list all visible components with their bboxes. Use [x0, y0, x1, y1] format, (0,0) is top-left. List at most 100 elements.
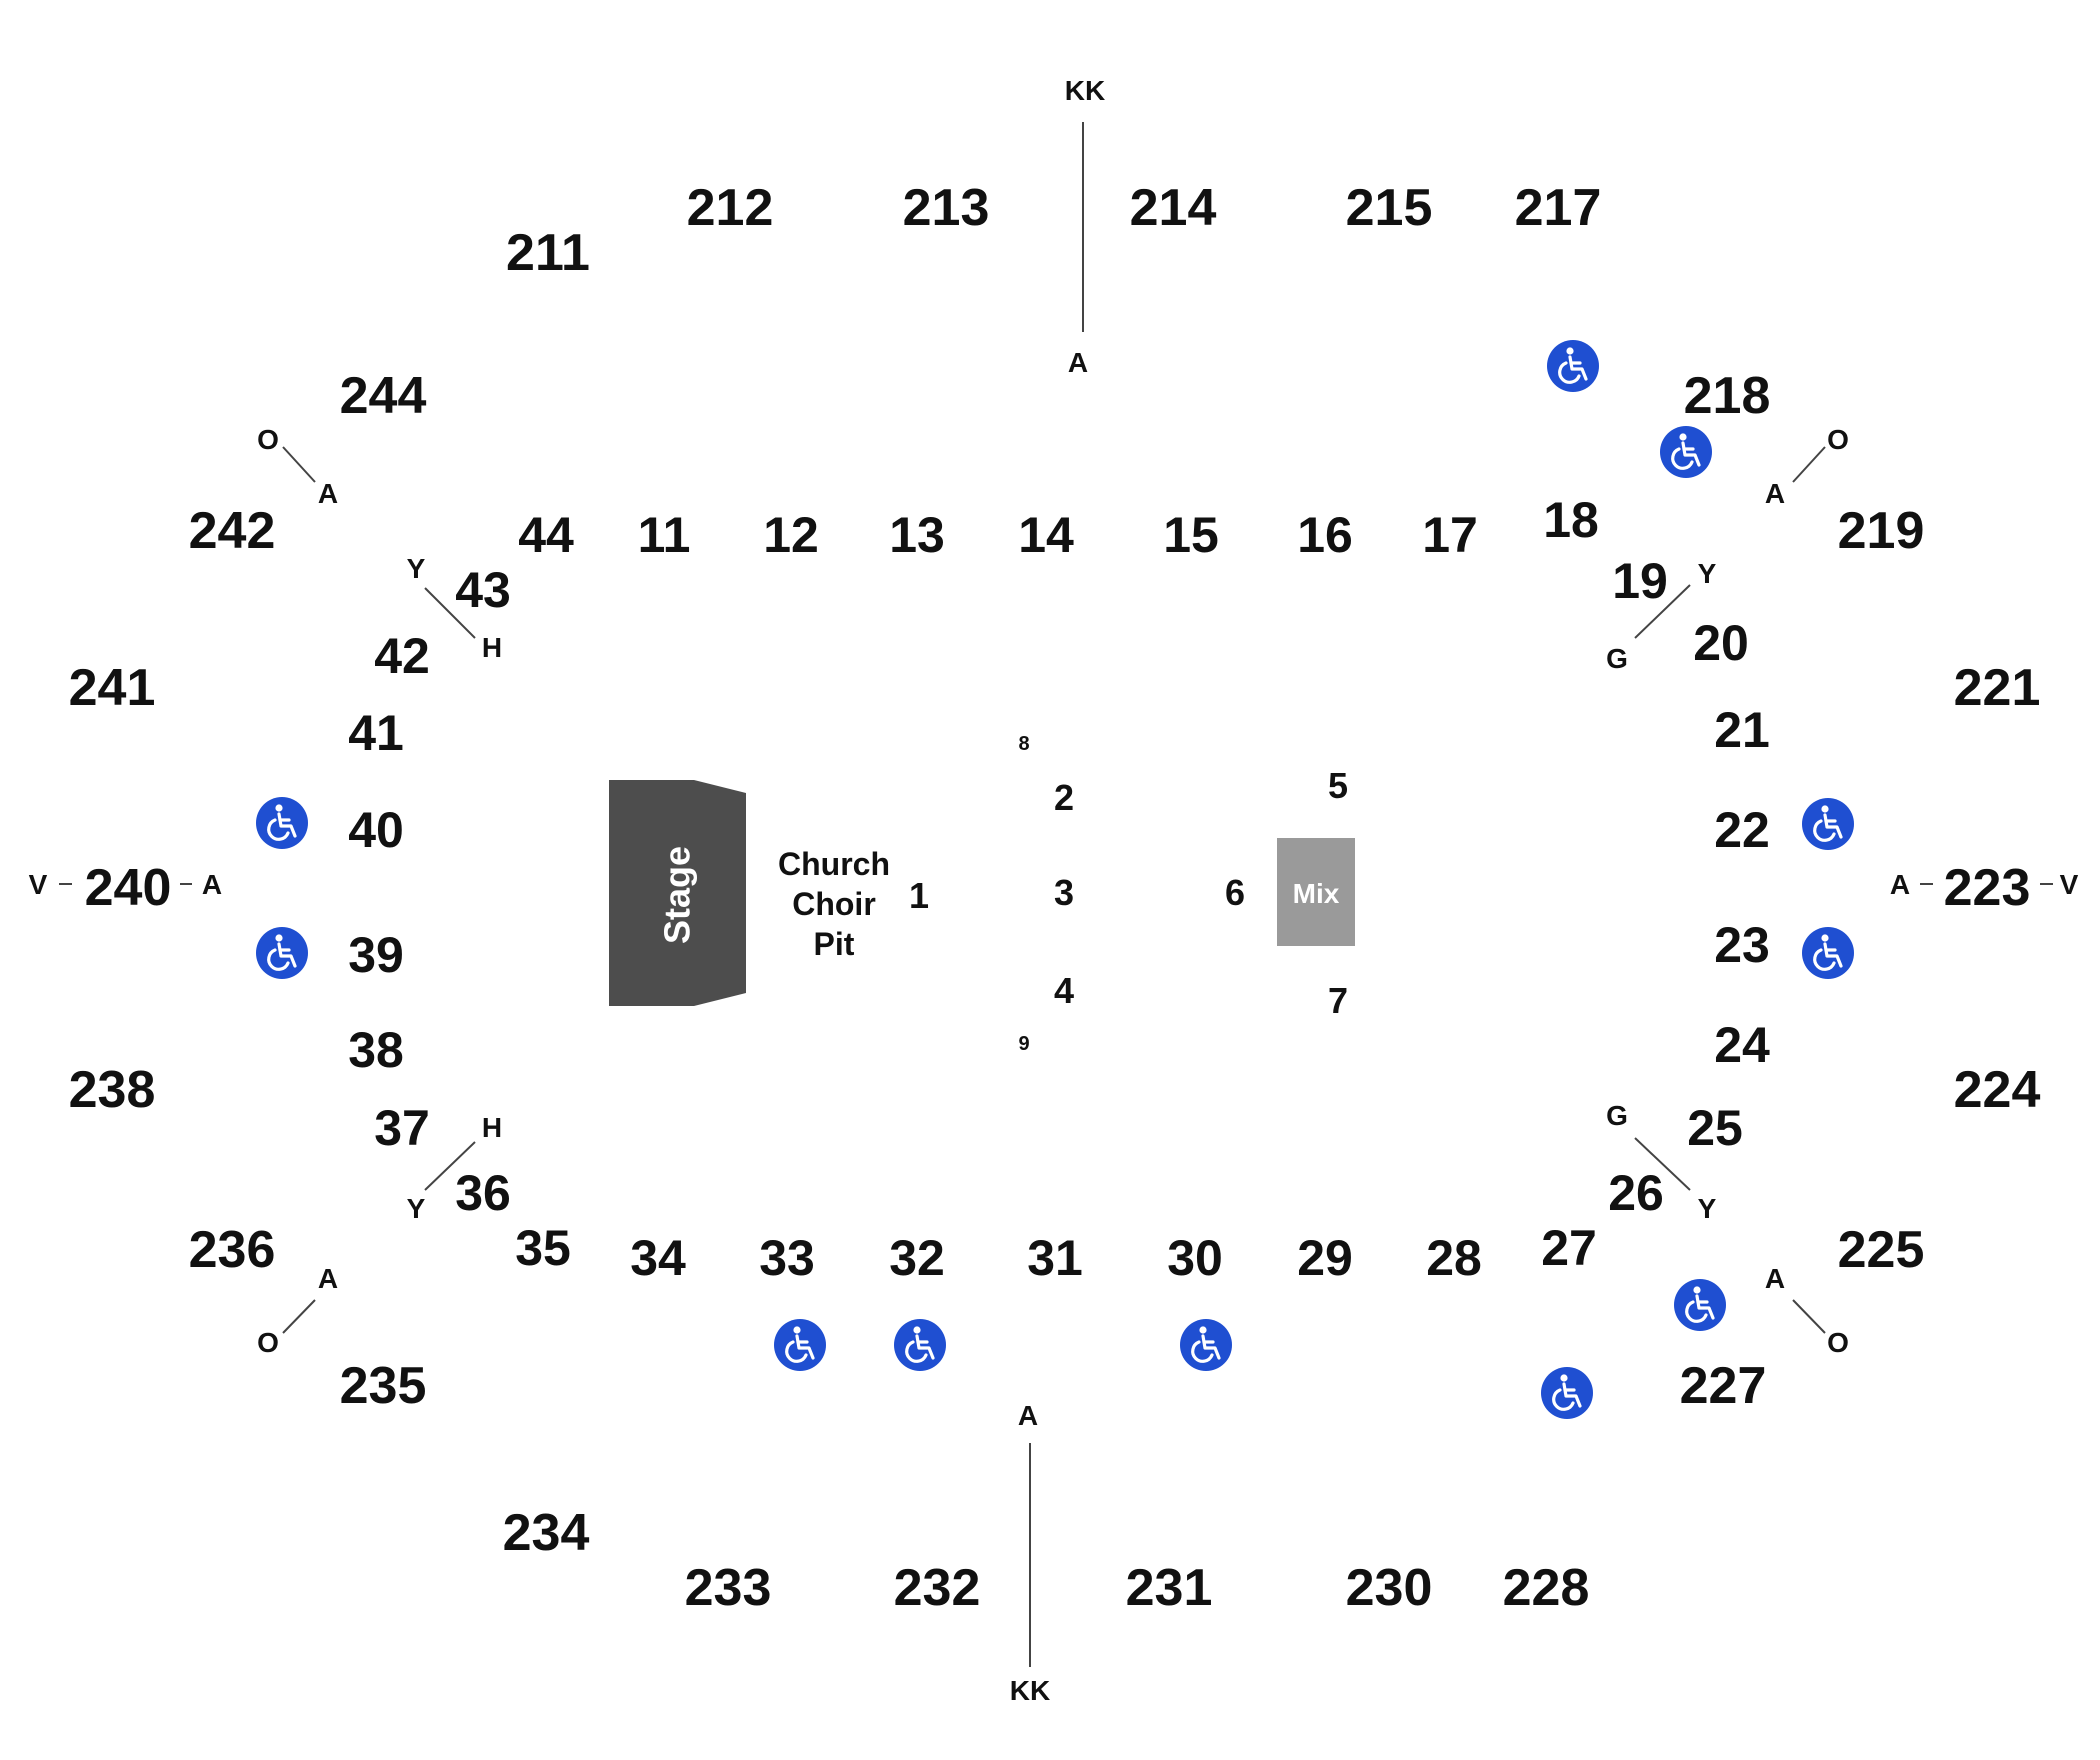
section-37[interactable]: 37 — [374, 1100, 430, 1156]
section-227[interactable]: 227 — [1680, 1357, 1767, 1415]
section-24[interactable]: 24 — [1714, 1017, 1770, 1073]
section-35[interactable]: 35 — [515, 1220, 571, 1276]
section-238[interactable]: 238 — [69, 1061, 156, 1119]
row-label: A — [1018, 1400, 1038, 1431]
section-14[interactable]: 14 — [1018, 507, 1074, 563]
section-25[interactable]: 25 — [1687, 1100, 1743, 1156]
section-233[interactable]: 233 — [685, 1559, 772, 1617]
section-20[interactable]: 20 — [1693, 615, 1749, 671]
section-23[interactable]: 23 — [1714, 917, 1770, 973]
row-label: A — [1765, 1263, 1785, 1294]
row-label: O — [257, 424, 279, 455]
section-236[interactable]: 236 — [189, 1221, 276, 1279]
section-38[interactable]: 38 — [348, 1022, 404, 1078]
section-42[interactable]: 42 — [374, 628, 430, 684]
section-36[interactable]: 36 — [455, 1165, 511, 1221]
section-221[interactable]: 221 — [1954, 659, 2041, 717]
section-1[interactable]: 1 — [909, 875, 929, 916]
section-8[interactable]: 8 — [1018, 733, 1029, 755]
wheelchair-icon — [1541, 1367, 1593, 1419]
section-241[interactable]: 241 — [69, 659, 156, 717]
section-5[interactable]: 5 — [1328, 765, 1348, 806]
section-235[interactable]: 235 — [340, 1357, 427, 1415]
section-213[interactable]: 213 — [903, 179, 990, 237]
aisle-line-se-lower — [1634, 1137, 1691, 1191]
row-label: A — [318, 1263, 338, 1294]
section-15[interactable]: 15 — [1163, 507, 1219, 563]
aisle-line-sw-lower — [424, 1141, 476, 1191]
section-4[interactable]: 4 — [1054, 970, 1074, 1011]
section-225[interactable]: 225 — [1838, 1221, 1925, 1279]
section-240[interactable]: 240 — [85, 859, 172, 917]
section-22[interactable]: 22 — [1714, 802, 1770, 858]
section-16[interactable]: 16 — [1297, 507, 1353, 563]
section-13[interactable]: 13 — [889, 507, 945, 563]
section-26[interactable]: 26 — [1608, 1165, 1664, 1221]
section-33[interactable]: 33 — [759, 1230, 815, 1286]
section-28[interactable]: 28 — [1426, 1230, 1482, 1286]
section-12[interactable]: 12 — [763, 507, 819, 563]
church-choir-pit[interactable]: Church Choir Pit — [778, 846, 890, 962]
section-211[interactable]: 211 — [506, 224, 590, 282]
section-17[interactable]: 17 — [1422, 507, 1478, 563]
wheelchair-icon — [1547, 340, 1599, 392]
mix-position[interactable]: Mix — [1277, 838, 1355, 946]
section-2[interactable]: 2 — [1054, 777, 1074, 818]
wheelchair-icon — [1660, 426, 1712, 478]
section-19[interactable]: 19 — [1612, 553, 1668, 609]
section-21[interactable]: 21 — [1714, 702, 1770, 758]
row-label: KK — [1010, 1675, 1050, 1706]
section-32[interactable]: 32 — [889, 1230, 945, 1286]
row-label: V — [2060, 869, 2079, 900]
section-244[interactable]: 244 — [340, 367, 427, 425]
section-212[interactable]: 212 — [687, 179, 774, 237]
section-18[interactable]: 18 — [1543, 492, 1599, 548]
section-41[interactable]: 41 — [348, 705, 404, 761]
row-label: Y — [1698, 558, 1717, 589]
section-214[interactable]: 214 — [1130, 179, 1217, 237]
section-43[interactable]: 43 — [455, 562, 511, 618]
section-9[interactable]: 9 — [1018, 1033, 1029, 1055]
section-29[interactable]: 29 — [1297, 1230, 1353, 1286]
stage-label: Stage — [657, 846, 698, 944]
section-31[interactable]: 31 — [1027, 1230, 1083, 1286]
section-11[interactable]: 11 — [638, 507, 691, 563]
section-231[interactable]: 231 — [1126, 1559, 1213, 1617]
section-218[interactable]: 218 — [1684, 367, 1771, 425]
section-219[interactable]: 219 — [1838, 502, 1925, 560]
section-224[interactable]: 224 — [1954, 1061, 2041, 1119]
wheelchair-icon — [1802, 798, 1854, 850]
section-34[interactable]: 34 — [630, 1230, 686, 1286]
section-232[interactable]: 232 — [894, 1559, 981, 1617]
section-230[interactable]: 230 — [1346, 1559, 1433, 1617]
aisle-line-se-upper — [1792, 1299, 1826, 1334]
row-label: V — [29, 869, 48, 900]
row-label: O — [1827, 424, 1849, 455]
section-30[interactable]: 30 — [1167, 1230, 1223, 1286]
wheelchair-icon — [256, 927, 308, 979]
row-label: KK — [1065, 75, 1105, 106]
section-27[interactable]: 27 — [1541, 1220, 1597, 1276]
section-217[interactable]: 217 — [1515, 179, 1602, 237]
section-39[interactable]: 39 — [348, 927, 404, 983]
section-215[interactable]: 215 — [1346, 179, 1433, 237]
section-228[interactable]: 228 — [1503, 1559, 1590, 1617]
wheelchair-icon — [256, 797, 308, 849]
section-242[interactable]: 242 — [189, 502, 276, 560]
section-234[interactable]: 234 — [503, 1504, 590, 1562]
row-label: Y — [407, 553, 426, 584]
stage[interactable]: Stage — [609, 780, 746, 1006]
section-3[interactable]: 3 — [1054, 872, 1074, 913]
aisle-line-sw-upper — [282, 1299, 316, 1334]
wheelchair-icon — [894, 1319, 946, 1371]
wheelchair-icon — [1674, 1279, 1726, 1331]
section-6[interactable]: 6 — [1225, 872, 1245, 913]
section-7[interactable]: 7 — [1328, 980, 1348, 1021]
row-label: A — [1890, 869, 1910, 900]
section-40[interactable]: 40 — [348, 802, 404, 858]
pit-label-line-3: Pit — [814, 926, 855, 962]
row-label: Y — [1698, 1193, 1717, 1224]
section-44[interactable]: 44 — [518, 507, 574, 563]
section-223[interactable]: 223 — [1944, 859, 2031, 917]
